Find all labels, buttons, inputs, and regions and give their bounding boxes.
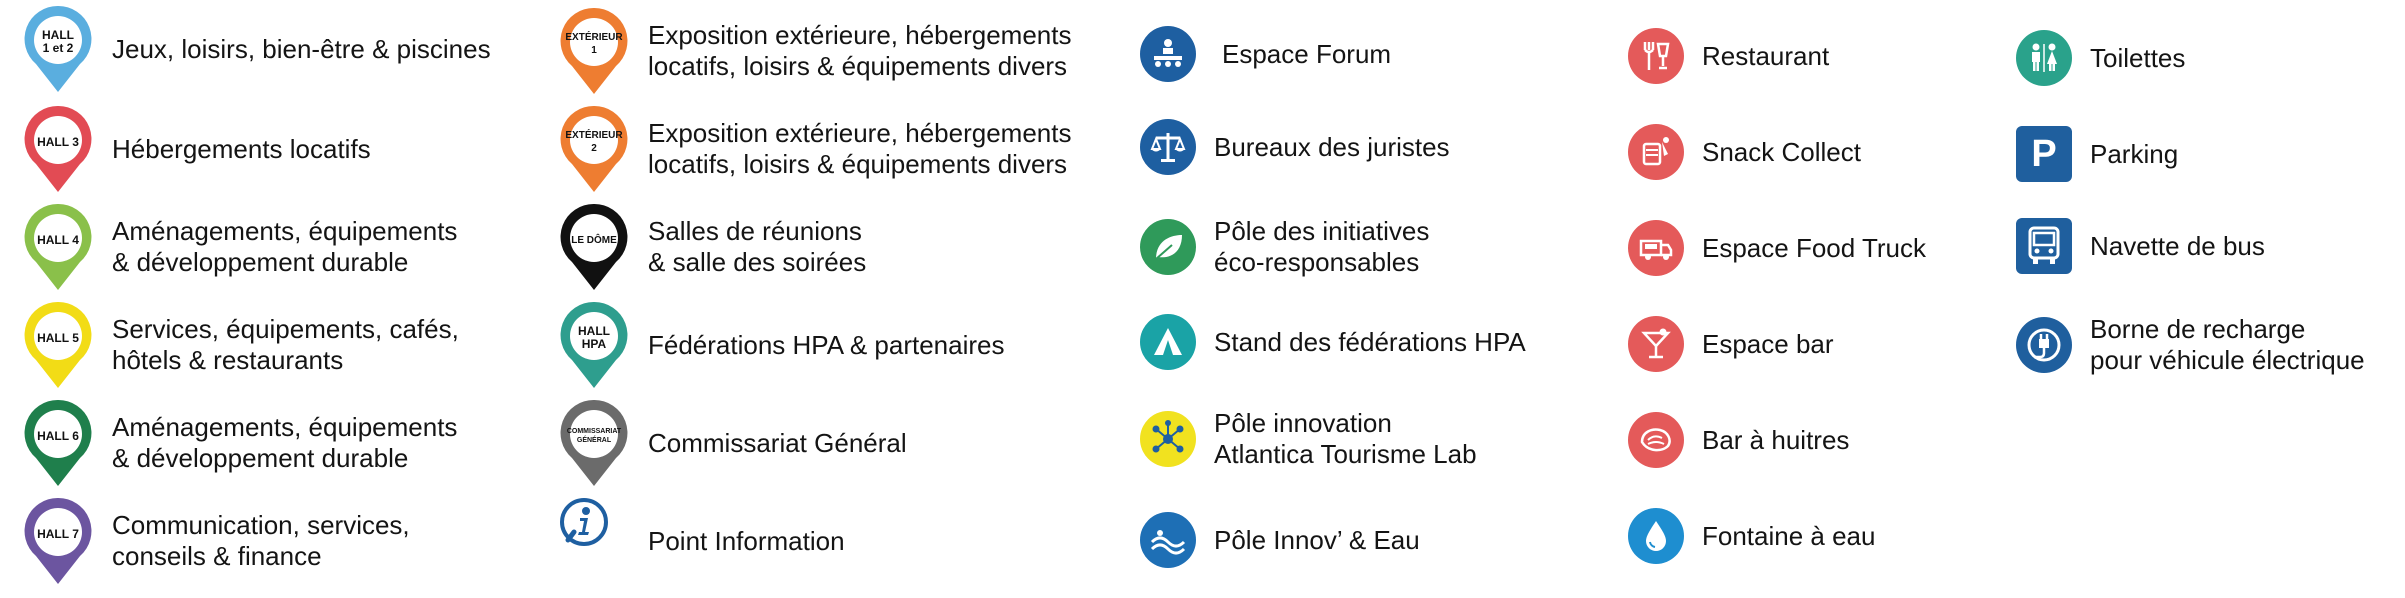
legend-pole-innovation: Pôle innovation Atlantica Tourisme Lab — [1140, 408, 1477, 470]
snack-collect-label: Snack Collect — [1702, 136, 1861, 167]
stand-federations-label: Stand des fédérations HPA — [1214, 326, 1526, 357]
legend-commissariat: COMMISSARIAT GÉNÉRAL Commissariat Généra… — [558, 398, 907, 488]
bureaux-juristes-label: Bureaux des juristes — [1214, 131, 1450, 162]
legend-point-information: Point Information — [558, 496, 845, 586]
hall-4-pin-icon: HALL 4 — [22, 202, 94, 292]
legend-hall-4: HALL 4 Aménagements, équipements & dével… — [22, 202, 457, 292]
hall-4-label: Aménagements, équipements & développemen… — [112, 216, 458, 277]
pole-innovation-label: Pôle innovation Atlantica Tourisme Lab — [1214, 408, 1477, 469]
exterieur-2-pin-icon: EXTÉRIEUR 2 — [558, 104, 630, 194]
espace-forum-label: Espace Forum — [1222, 38, 1392, 69]
info-icon — [558, 496, 630, 586]
legend-hall-6: HALL 6 Aménagements, équipements & dével… — [22, 398, 457, 488]
hall-hpa-pin-text: HALL HPA — [578, 324, 610, 351]
hall-5-pin-text: HALL 5 — [37, 330, 79, 345]
legend-parking: P Parking — [2016, 126, 2178, 182]
hall-3-label: Hébergements locatifs — [112, 133, 371, 164]
hall-1-2-pin-icon: HALL 1 et 2 — [22, 4, 94, 94]
legend-food-truck: Espace Food Truck — [1628, 220, 1926, 276]
legend-stand-federations: Stand des fédérations HPA — [1140, 314, 1526, 370]
exterieur-2-label: Exposition extérieure, hébergements loca… — [648, 118, 1072, 179]
legend-hall-1-2: HALL 1 et 2 Jeux, loisirs, bien-être & p… — [22, 4, 491, 94]
hall-hpa-pin-icon: HALL HPA — [558, 300, 630, 390]
navette-bus-label: Navette de bus — [2090, 230, 2265, 261]
bar-huitres-label: Bar à huitres — [1702, 424, 1850, 455]
borne-recharge-label: Borne de recharge pour véhicule électriq… — [2090, 314, 2365, 375]
network-icon — [1140, 411, 1196, 467]
legend-espace-forum: Espace Forum — [1140, 26, 1391, 82]
point-information-label: Point Information — [648, 525, 845, 556]
cocktail-icon — [1628, 316, 1684, 372]
hall-1-2-label: Jeux, loisirs, bien-être & piscines — [112, 33, 491, 64]
legend-pole-innov-eau: Pôle Innov’ & Eau — [1140, 512, 1420, 568]
hall-hpa-label: Fédérations HPA & partenaires — [648, 329, 1005, 360]
hall-4-pin-text: HALL 4 — [37, 232, 79, 247]
espace-bar-label: Espace bar — [1702, 328, 1834, 359]
water-drop-icon — [1628, 508, 1684, 564]
hall-6-pin-icon: HALL 6 — [22, 398, 94, 488]
scales-icon — [1140, 119, 1196, 175]
hall-7-pin-text: HALL 7 — [37, 526, 79, 541]
parking-icon: P — [2016, 126, 2072, 182]
legend-exterieur-2: EXTÉRIEUR 2 Exposition extérieure, héber… — [558, 104, 1071, 194]
oyster-icon — [1628, 412, 1684, 468]
food-truck-label: Espace Food Truck — [1702, 232, 1926, 263]
legend-pole-eco: Pôle des initiatives éco-responsables — [1140, 216, 1429, 278]
legend-hall-5: HALL 5 Services, équipements, cafés, hôt… — [22, 300, 459, 390]
legend-restaurant: Restaurant — [1628, 28, 1829, 84]
le-dome-label: Salles de réunions & salle des soirées — [648, 216, 867, 277]
exterieur-1-pin-icon: EXTÉRIEUR 1 — [558, 6, 630, 96]
exterieur-1-label: Exposition extérieure, hébergements loca… — [648, 20, 1072, 81]
tent-icon — [1140, 314, 1196, 370]
hall-3-pin-icon: HALL 3 — [22, 104, 94, 194]
parking-label: Parking — [2090, 138, 2179, 169]
hall-6-pin-text: HALL 6 — [37, 428, 79, 443]
exterieur-2-pin-text: EXTÉRIEUR 2 — [565, 130, 623, 154]
le-dome-pin-text: LE DÔME — [571, 234, 617, 246]
ev-charger-icon — [2016, 317, 2072, 373]
leaf-icon — [1140, 219, 1196, 275]
legend-fontaine-eau: Fontaine à eau — [1628, 508, 1875, 564]
legend-hall-7: HALL 7 Communication, services, conseils… — [22, 496, 410, 586]
hall-7-pin-icon: HALL 7 — [22, 496, 94, 586]
pole-eco-label: Pôle des initiatives éco-responsables — [1214, 216, 1430, 277]
legend-bureaux-juristes: Bureaux des juristes — [1140, 119, 1450, 175]
hall-6-label: Aménagements, équipements & développemen… — [112, 412, 458, 473]
legend-hall-hpa: HALL HPA Fédérations HPA & partenaires — [558, 300, 1004, 390]
legend-borne-recharge: Borne de recharge pour véhicule électriq… — [2016, 314, 2365, 376]
forum-icon — [1140, 26, 1196, 82]
hall-5-pin-icon: HALL 5 — [22, 300, 94, 390]
hall-1-2-pin-text: HALL 1 et 2 — [42, 28, 74, 55]
legend-espace-bar: Espace bar — [1628, 316, 1834, 372]
legend-hall-3: HALL 3 Hébergements locatifs — [22, 104, 371, 194]
legend-bar-huitres: Bar à huitres — [1628, 412, 1849, 468]
food-truck-icon — [1628, 220, 1684, 276]
hall-7-label: Communication, services, conseils & fina… — [112, 510, 410, 571]
legend-toilettes: Toilettes — [2016, 30, 2185, 86]
commissariat-pin-icon: COMMISSARIAT GÉNÉRAL — [558, 398, 630, 488]
commissariat-label: Commissariat Général — [648, 427, 907, 458]
exterieur-1-pin-text: EXTÉRIEUR 1 — [565, 32, 623, 56]
legend-le-dome: LE DÔME Salles de réunions & salle des s… — [558, 202, 866, 292]
fontaine-eau-label: Fontaine à eau — [1702, 520, 1876, 551]
restaurant-label: Restaurant — [1702, 40, 1830, 71]
legend-navette-bus: Navette de bus — [2016, 218, 2265, 274]
commissariat-pin-text: COMMISSARIAT GÉNÉRAL — [566, 428, 622, 444]
wave-icon — [1140, 512, 1196, 568]
bus-icon — [2016, 218, 2072, 274]
cutlery-icon — [1628, 28, 1684, 84]
le-dome-pin-icon: LE DÔME — [558, 202, 630, 292]
pole-innov-eau-label: Pôle Innov’ & Eau — [1214, 524, 1420, 555]
legend-snack-collect: Snack Collect — [1628, 124, 1861, 180]
hall-3-pin-text: HALL 3 — [37, 134, 79, 149]
snack-icon — [1628, 124, 1684, 180]
parking-glyph: P — [2031, 132, 2057, 175]
toilets-icon — [2016, 30, 2072, 86]
toilettes-label: Toilettes — [2090, 42, 2186, 73]
legend-exterieur-1: EXTÉRIEUR 1 Exposition extérieure, héber… — [558, 6, 1071, 96]
hall-5-label: Services, équipements, cafés, hôtels & r… — [112, 314, 459, 375]
